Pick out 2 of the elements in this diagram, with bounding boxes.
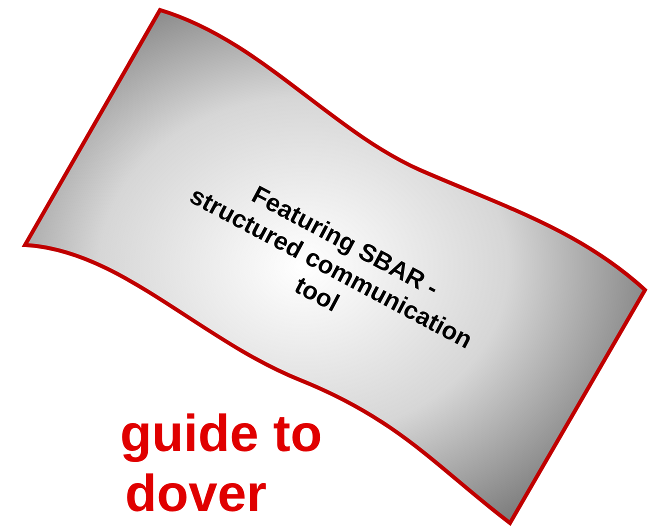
- heading-text: dover: [125, 465, 267, 523]
- heading-text: guide to: [120, 405, 322, 463]
